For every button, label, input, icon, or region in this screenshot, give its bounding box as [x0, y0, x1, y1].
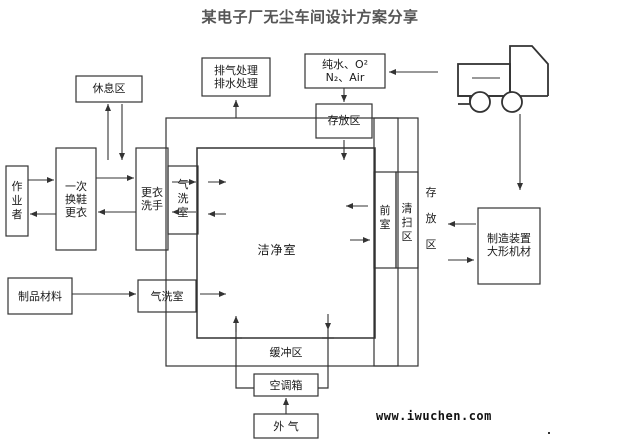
ac-box — [253, 373, 319, 397]
rest-area-box — [75, 75, 143, 103]
storage-right-label: 存 放 区 — [425, 186, 437, 251]
exhaust-box — [201, 57, 271, 97]
website-watermark: www.iwuchen.com — [376, 409, 492, 423]
change-wash-label: 更衣 洗手 — [141, 186, 163, 212]
clean-room-box — [196, 147, 376, 339]
storage-top-label: 存放区 — [327, 114, 361, 127]
diagram-title: 某电子厂无尘车间设计方案分享 — [201, 8, 419, 26]
storage-top-box — [315, 103, 373, 139]
pure-water-box — [304, 53, 386, 89]
outside-air-label: 外 气 — [273, 420, 299, 433]
cleaning-area-label: 清 扫 区 — [401, 202, 413, 243]
corner-dot — [548, 432, 550, 434]
outer-building-outline — [165, 117, 399, 367]
product-material-box — [7, 277, 73, 315]
exhaust-label: 排气处理 排水处理 — [214, 64, 258, 90]
rest-area-label: 休息区 — [92, 82, 126, 95]
equipment-label: 制造装置 大形机材 — [487, 232, 531, 258]
operator-label: 作 业 者 — [11, 180, 23, 221]
truck-icon — [457, 45, 549, 113]
front-room-label: 前 室 — [379, 204, 391, 231]
air-shower-1-label: 气 洗 室 — [177, 178, 189, 219]
equipment-box — [477, 207, 541, 285]
buffer-label: 缓冲区 — [269, 346, 303, 359]
operator-box — [5, 165, 29, 237]
cleaning-area-box — [395, 171, 419, 269]
ac-duct-right — [318, 330, 329, 389]
change-shoes-label: 一次 换鞋 更衣 — [65, 180, 87, 219]
product-material-label: 制品材料 — [18, 290, 62, 303]
air-shower-2-box — [137, 279, 197, 313]
clean-room-label: 洁净室 — [257, 243, 297, 257]
air-shower-2-label: 气洗室 — [150, 290, 184, 303]
pure-water-label: 纯水、O² N₂、Air — [321, 58, 369, 84]
change-shoes-box — [55, 147, 97, 251]
ac-duct-left — [235, 320, 254, 389]
air-shower-1-box — [167, 165, 199, 235]
ac-box-label: 空调箱 — [269, 379, 303, 392]
